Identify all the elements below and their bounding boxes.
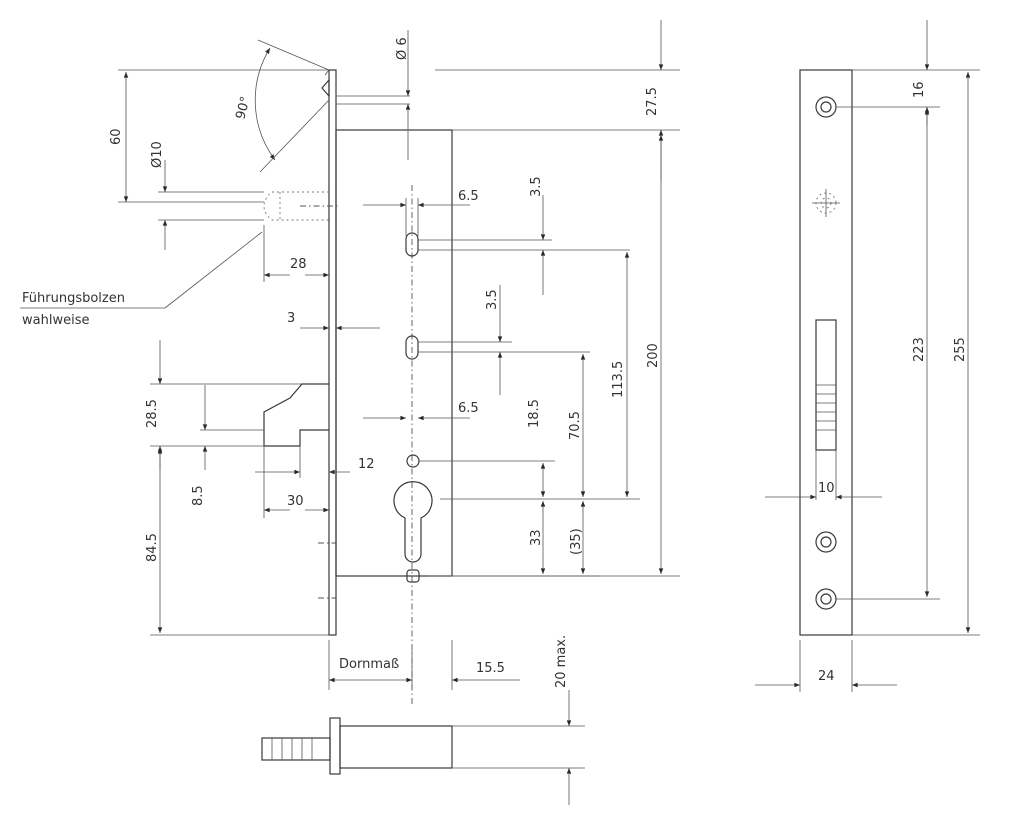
dim-255: 255 (953, 337, 968, 362)
dim-15-5: 15.5 (476, 661, 505, 676)
dim-84-5: 84.5 (145, 533, 160, 562)
dim-3-5-mid: 3.5 (485, 289, 500, 310)
dim-200: 200 (646, 343, 661, 368)
backset-label: Dornmaß (339, 657, 399, 672)
dim-60: 60 (109, 128, 124, 145)
dim-6-5-top: 6.5 (458, 189, 479, 204)
side-faceplate (799, 69, 853, 636)
dim-33: 33 (529, 529, 544, 546)
dim-8-5: 8.5 (191, 485, 206, 506)
dim-12: 12 (358, 457, 375, 472)
top-latch (321, 78, 410, 105)
lock-case (335, 129, 453, 577)
latch-bolt (208, 383, 329, 447)
dim-28: 28 (290, 257, 307, 272)
dim-20-max: 20 max. (554, 635, 569, 688)
dim-223: 223 (912, 337, 927, 362)
side-dimensions (755, 20, 980, 692)
dim-d6: Ø 6 (395, 37, 410, 60)
dim-10-side: 10 (818, 481, 835, 496)
mounting-slots (405, 232, 420, 583)
dim-27-5: 27.5 (645, 87, 660, 116)
dim-113-5: 113.5 (611, 361, 626, 398)
dim-16: 16 (912, 81, 927, 98)
guide-pin-label: Führungsbolzen (22, 291, 125, 306)
optional-label: wahlweise (22, 313, 89, 328)
dimension-labels: Ø 6 27.5 90° 60 Ø10 6.5 3.5 28 Führungsb… (22, 37, 968, 688)
dim-24: 24 (818, 669, 835, 684)
dim-28-5: 28.5 (145, 399, 160, 428)
dim-d10: Ø10 (150, 141, 165, 168)
dim-18-5: 18.5 (527, 399, 542, 428)
spindle (261, 717, 453, 775)
dim-angle-90: 90° (233, 95, 253, 121)
front-view (208, 69, 453, 775)
faceplate (324, 69, 337, 636)
dim-3: 3 (287, 311, 295, 326)
dim-35-ref: (35) (569, 528, 584, 555)
dim-6-5-lower: 6.5 (458, 401, 479, 416)
side-latch-opening (815, 319, 837, 451)
dim-3-5-top: 3.5 (529, 176, 544, 197)
guide-pin (263, 191, 340, 221)
dim-30: 30 (287, 494, 304, 509)
dim-70-5: 70.5 (568, 411, 583, 440)
front-dimensions (20, 20, 680, 805)
side-view (799, 69, 853, 636)
cylinder-cutout (393, 481, 433, 563)
